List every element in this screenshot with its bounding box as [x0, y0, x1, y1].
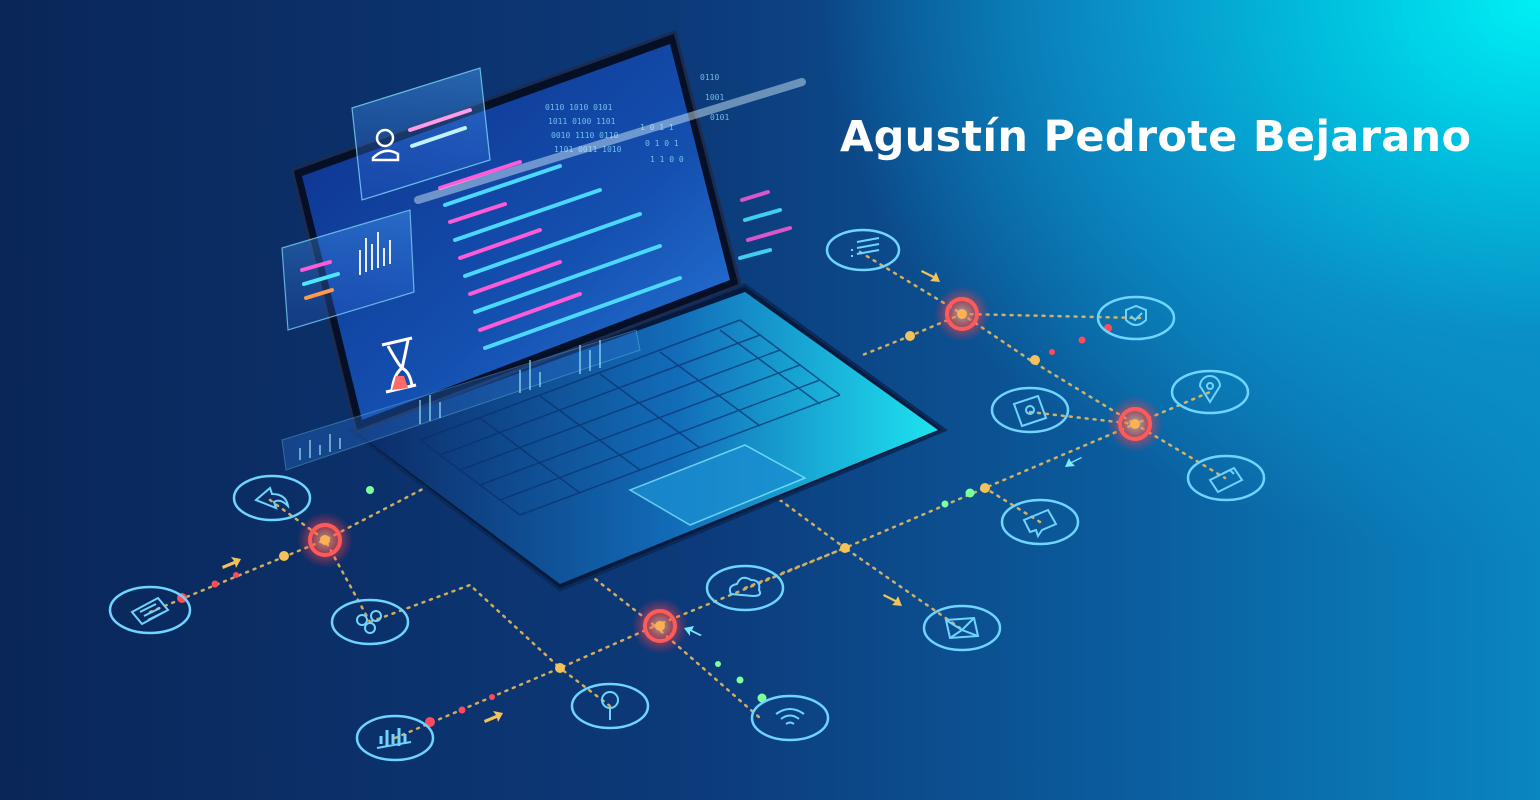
contact-card-icon	[990, 386, 1070, 434]
trackpad	[628, 444, 807, 526]
user-icon	[371, 128, 400, 162]
floating-panel-wave	[281, 329, 641, 471]
shield-check-icon	[1096, 295, 1176, 341]
calculator-icon	[108, 585, 192, 635]
list-icon	[825, 228, 901, 272]
icon-nodes	[108, 228, 1266, 762]
svg-text:0101: 0101	[710, 113, 729, 122]
svg-text:1101 0011 1010: 1101 0011 1010	[554, 145, 622, 154]
banner-title: Agustín Pedrote Bejarano	[840, 112, 1472, 162]
keyboard	[419, 319, 841, 516]
code-lines	[438, 160, 682, 350]
team-icon	[330, 598, 410, 646]
svg-text:1011 0100 1101: 1011 0100 1101	[548, 117, 616, 126]
junction-dots	[279, 331, 1040, 673]
matrix-digits: 0110 1010 0101 1011 0100 1101 0010 1110 …	[545, 73, 729, 164]
svg-text:1 1 0 0: 1 1 0 0	[650, 155, 684, 164]
light-streak	[414, 78, 806, 204]
bar-chart-icon	[355, 714, 435, 762]
mail-icon	[922, 604, 1002, 652]
search-icon	[570, 682, 650, 730]
svg-text:1001: 1001	[705, 93, 724, 102]
side-code-bars	[738, 190, 792, 260]
panel-bars	[359, 232, 391, 275]
svg-text:0110: 0110	[700, 73, 719, 82]
panel-color-lines	[300, 260, 340, 300]
waveform	[299, 340, 601, 460]
laptop: 0110 1010 0101 1011 0100 1101 0010 1110 …	[281, 30, 949, 592]
flow-arrows	[222, 270, 1082, 723]
signal-dots	[177, 324, 1112, 727]
cloud-icon	[705, 564, 785, 612]
floating-panel-chart	[281, 209, 415, 331]
svg-text:0 1 0 1: 0 1 0 1	[645, 139, 679, 148]
floating-panel-login	[351, 67, 491, 201]
svg-text:1 0 1 1: 1 0 1 1	[640, 123, 674, 132]
svg-text:0110 1010 0101: 0110 1010 0101	[545, 103, 613, 112]
svg-text:0010 1110 0110: 0010 1110 0110	[551, 131, 619, 140]
hub-nodes	[297, 286, 1163, 654]
wifi-icon	[750, 694, 830, 742]
chat-bubble-icon	[1000, 498, 1080, 546]
location-pin-icon	[1170, 369, 1250, 415]
share-arrow-icon	[232, 474, 312, 522]
briefcase-icon	[1186, 454, 1266, 502]
